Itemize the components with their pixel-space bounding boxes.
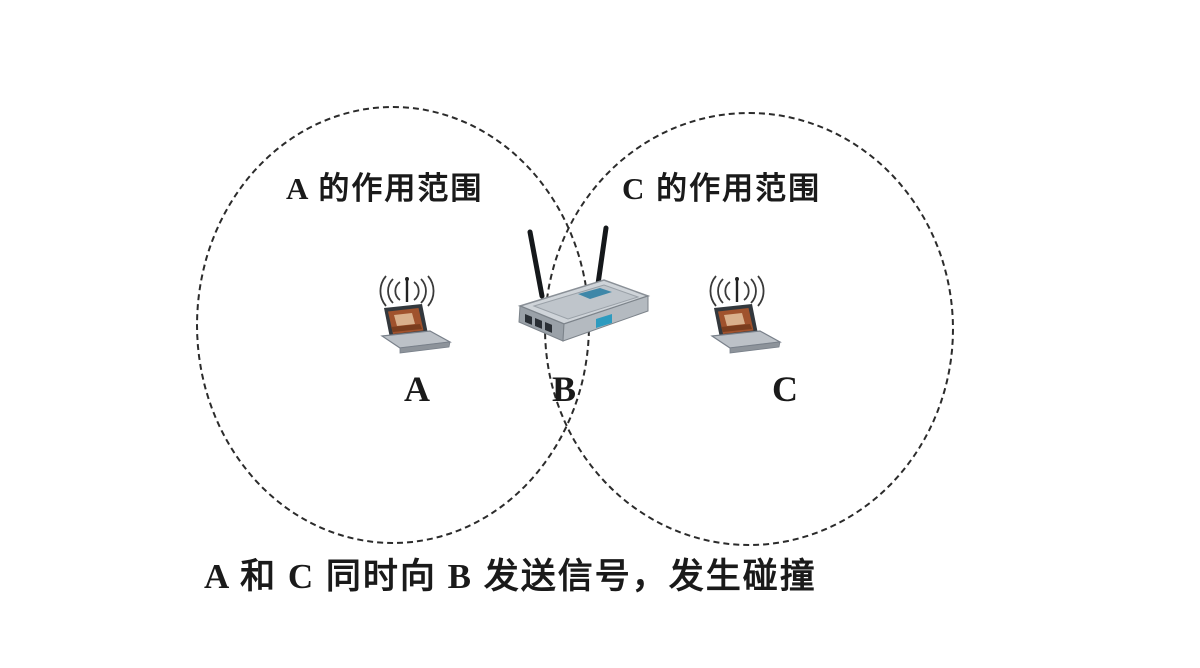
- laptop-c-svg: [709, 275, 782, 354]
- laptop-a-svg: [379, 275, 452, 354]
- range-label-c: C 的作用范围: [622, 171, 822, 206]
- device-label-b: B: [552, 369, 577, 409]
- range-label-a: A 的作用范围: [286, 171, 484, 206]
- access-point-icon: [500, 222, 660, 367]
- device-label-c: C: [772, 369, 798, 409]
- device-label-a: A: [404, 369, 430, 409]
- diagram-caption: A 和 C 同时向 B 发送信号，发生碰撞: [204, 557, 817, 596]
- wifi-laptop-c-icon: [680, 268, 800, 378]
- wifi-laptop-a-icon: [350, 268, 470, 378]
- access-point-svg: [517, 225, 651, 342]
